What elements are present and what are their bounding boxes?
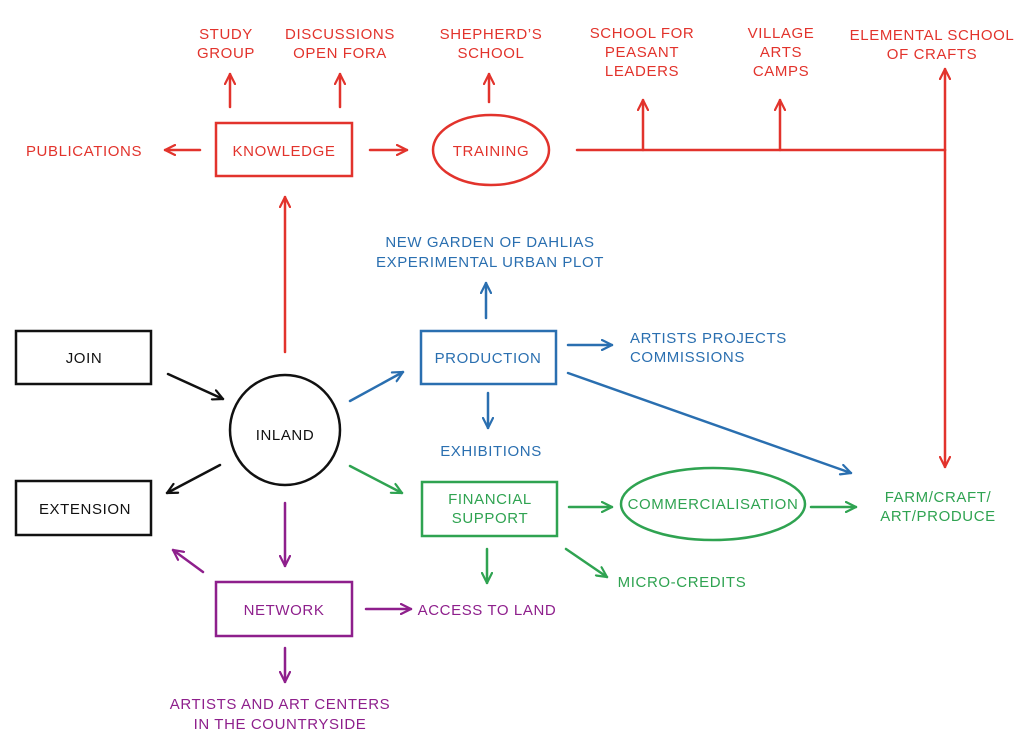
commercialisation-ellipse xyxy=(619,466,807,542)
network-label: NETWORK xyxy=(244,602,325,619)
micro-credits-label: MICRO-CREDITS xyxy=(618,574,747,591)
arrow-inland-to-extension xyxy=(165,463,222,495)
join-label: JOIN xyxy=(66,350,103,367)
extension-box xyxy=(14,479,153,537)
arrow-inland-to-production xyxy=(348,370,405,403)
arrow-join-to-inland xyxy=(166,372,225,399)
arrow-network-to-extension xyxy=(171,548,205,574)
training-ellipse xyxy=(431,113,551,187)
network-labels: NETWORK ACCESS TO LAND ARTISTS AND ART C… xyxy=(170,602,557,733)
core-labels: JOIN INLAND EXTENSION xyxy=(39,350,314,518)
exhibitions-label: EXHIBITIONS xyxy=(440,443,542,460)
arrow-to-micro-credits xyxy=(564,547,609,579)
training-label: TRAINING xyxy=(453,143,529,160)
commercialisation-label: COMMERCIALISATION xyxy=(628,496,799,513)
finance-branch xyxy=(348,464,858,585)
network-branch xyxy=(171,501,413,684)
production-box xyxy=(419,329,558,386)
production-branch xyxy=(348,281,853,473)
core-branch xyxy=(14,329,342,537)
publications-label: PUBLICATIONS xyxy=(26,143,142,160)
knowledge-label: KNOWLEDGE xyxy=(233,143,336,160)
access-to-land-label: ACCESS TO LAND xyxy=(418,602,557,619)
arrow-production-to-farm xyxy=(566,371,853,473)
knowledge-box xyxy=(214,121,354,178)
join-box xyxy=(14,329,153,386)
knowledge-branch xyxy=(163,67,945,469)
production-label: PRODUCTION xyxy=(435,350,542,367)
network-box xyxy=(214,580,354,638)
financial-support-box xyxy=(420,480,559,538)
arrow-inland-to-financial xyxy=(348,464,404,495)
inland-circle xyxy=(228,373,342,487)
extension-label: EXTENSION xyxy=(39,501,131,518)
inland-label: INLAND xyxy=(256,427,315,444)
farm-craft-label: FARM/CRAFT/ART/PRODUCE xyxy=(880,489,996,525)
